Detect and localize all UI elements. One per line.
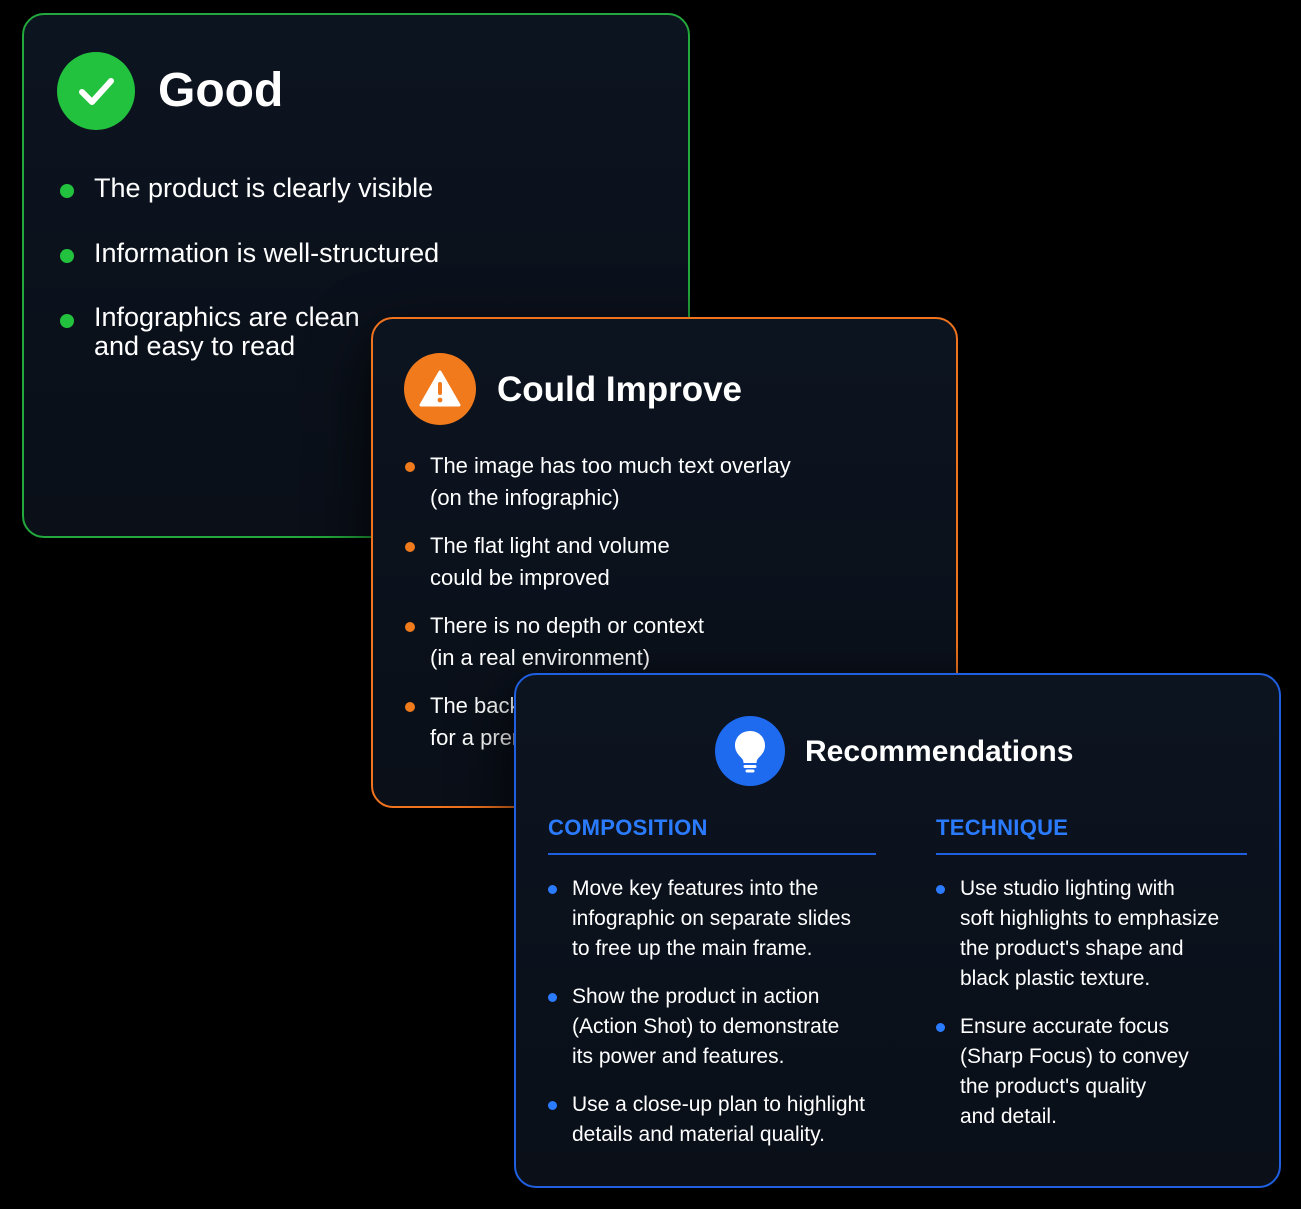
list-item: There is no depth or context (in a real … [405, 610, 925, 674]
list-item: Move key features into the infographic o… [548, 874, 893, 964]
list-item: Information is well-structured [60, 238, 680, 268]
bullet-dot [405, 622, 415, 632]
list-item: The product is clearly visible [60, 173, 680, 203]
bullet-dot [936, 885, 945, 894]
technique-heading: TECHNIQUE [936, 815, 1247, 855]
bullet-dot [60, 314, 74, 328]
list-item-text: Infographics are clean and easy to read [94, 302, 360, 361]
list-item: The image has too much text overlay (on … [405, 450, 925, 514]
list-item: Show the product in action (Action Shot)… [548, 982, 893, 1072]
bullet-dot [548, 885, 557, 894]
list-item-text: The image has too much text overlay (on … [430, 453, 791, 510]
bullet-dot [60, 249, 74, 263]
good-title: Good [158, 64, 284, 117]
list-item-text: Move key features into the infographic o… [572, 877, 852, 960]
composition-heading: COMPOSITION [548, 815, 876, 855]
list-item-text: Ensure accurate focus (Sharp Focus) to c… [960, 1015, 1189, 1128]
could-improve-title: Could Improve [497, 370, 743, 409]
recommendations-title: Recommendations [805, 735, 1074, 768]
checkmark-icon [57, 52, 135, 130]
list-item: Ensure accurate focus (Sharp Focus) to c… [936, 1012, 1256, 1132]
list-item: Infographics are clean and easy to read [60, 303, 680, 361]
bullet-dot [936, 1023, 945, 1032]
bullet-dot [60, 184, 74, 198]
bullet-dot [548, 1101, 557, 1110]
list-item-text: The flat light and volume could be impro… [430, 533, 670, 590]
good-card: Good The product is clearly visible Info… [22, 13, 690, 538]
composition-list: Move key features into the infographic o… [548, 874, 893, 1168]
bullet-dot [405, 702, 415, 712]
list-item-text: Use studio lighting with soft highlights… [960, 877, 1220, 990]
recommendations-card: Recommendations COMPOSITION TECHNIQUE Mo… [514, 673, 1281, 1188]
bullet-dot [405, 462, 415, 472]
list-item-text: There is no depth or context (in a real … [430, 613, 704, 670]
technique-list: Use studio lighting with soft highlights… [936, 874, 1256, 1150]
warning-icon [404, 353, 476, 425]
bullet-dot [548, 993, 557, 1002]
list-item: Use studio lighting with soft highlights… [936, 874, 1256, 994]
list-item: Use a close-up plan to highlight details… [548, 1090, 893, 1150]
list-item-text: Use a close-up plan to highlight details… [572, 1093, 866, 1146]
lightbulb-icon [715, 716, 785, 786]
list-item: The flat light and volume could be impro… [405, 530, 925, 594]
good-list: The product is clearly visible Informati… [60, 173, 680, 396]
list-item-text: Show the product in action (Action Shot)… [572, 985, 840, 1068]
bullet-dot [405, 542, 415, 552]
list-item-text: The product is clearly visible [94, 173, 434, 203]
list-item-text: Information is well-structured [94, 238, 440, 268]
